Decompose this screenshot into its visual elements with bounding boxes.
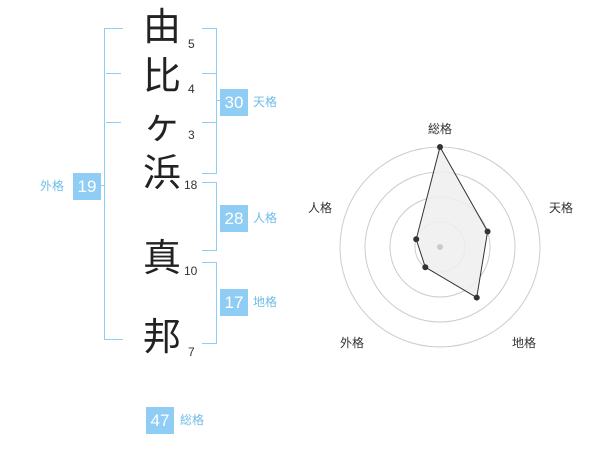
soukaku-label: 総格 <box>180 413 205 427</box>
radar-axis-label-gaikaku: 外格 <box>340 336 365 350</box>
bracket-divider <box>202 122 216 123</box>
radar-axis-label-chikaku: 地格 <box>512 336 537 350</box>
tenkaku-bracket <box>202 28 217 174</box>
stroke-count-2: 4 <box>188 82 195 96</box>
radar-point-3 <box>473 294 480 301</box>
radar-axis-label-soukaku: 総格 <box>428 122 453 136</box>
gaikaku-bracket <box>104 28 123 340</box>
gaikaku-score-badge: 19 <box>73 173 101 200</box>
fortune-radar-chart <box>339 144 541 348</box>
name-char-5: 真 <box>142 236 181 280</box>
gaikaku-bracket-tick <box>106 73 121 74</box>
chikaku-label: 地格 <box>253 295 278 309</box>
chikaku-score-badge: 17 <box>220 289 248 316</box>
stroke-count-4: 18 <box>184 178 198 192</box>
radar-axis-label-tenkaku: 天格 <box>549 201 574 215</box>
gaikaku-label: 外格 <box>40 179 65 193</box>
stroke-count-6: 7 <box>188 345 195 359</box>
jinkaku-score-badge: 28 <box>220 205 248 232</box>
name-char-1: 由 <box>142 5 181 49</box>
radar-area <box>415 145 489 299</box>
radar-point-1 <box>437 144 443 150</box>
chikaku-bracket <box>202 262 217 344</box>
gaikaku-bracket-tick <box>106 122 121 123</box>
stroke-count-3: 3 <box>188 128 195 142</box>
radar-point-5 <box>413 236 420 243</box>
soukaku-score-badge: 47 <box>146 407 174 434</box>
jinkaku-bracket <box>202 182 217 251</box>
radar-center-dot <box>437 244 443 250</box>
stroke-count-1: 5 <box>188 37 195 51</box>
radar-point-4 <box>422 264 429 271</box>
stroke-count-5: 10 <box>184 264 198 278</box>
name-char-4: 浜 <box>142 151 181 195</box>
name-char-2: 比 <box>142 54 181 98</box>
tenkaku-label: 天格 <box>253 95 278 109</box>
name-char-6: 邦 <box>142 315 181 359</box>
radar-point-2 <box>484 228 491 235</box>
radar-axis-label-jinkaku: 人格 <box>308 201 333 215</box>
jinkaku-label: 人格 <box>253 211 278 225</box>
tenkaku-bracket-tick <box>216 100 222 101</box>
name-char-3: ヶ <box>142 103 181 147</box>
tenkaku-score-badge: 30 <box>220 89 248 116</box>
bracket-divider <box>202 73 216 74</box>
